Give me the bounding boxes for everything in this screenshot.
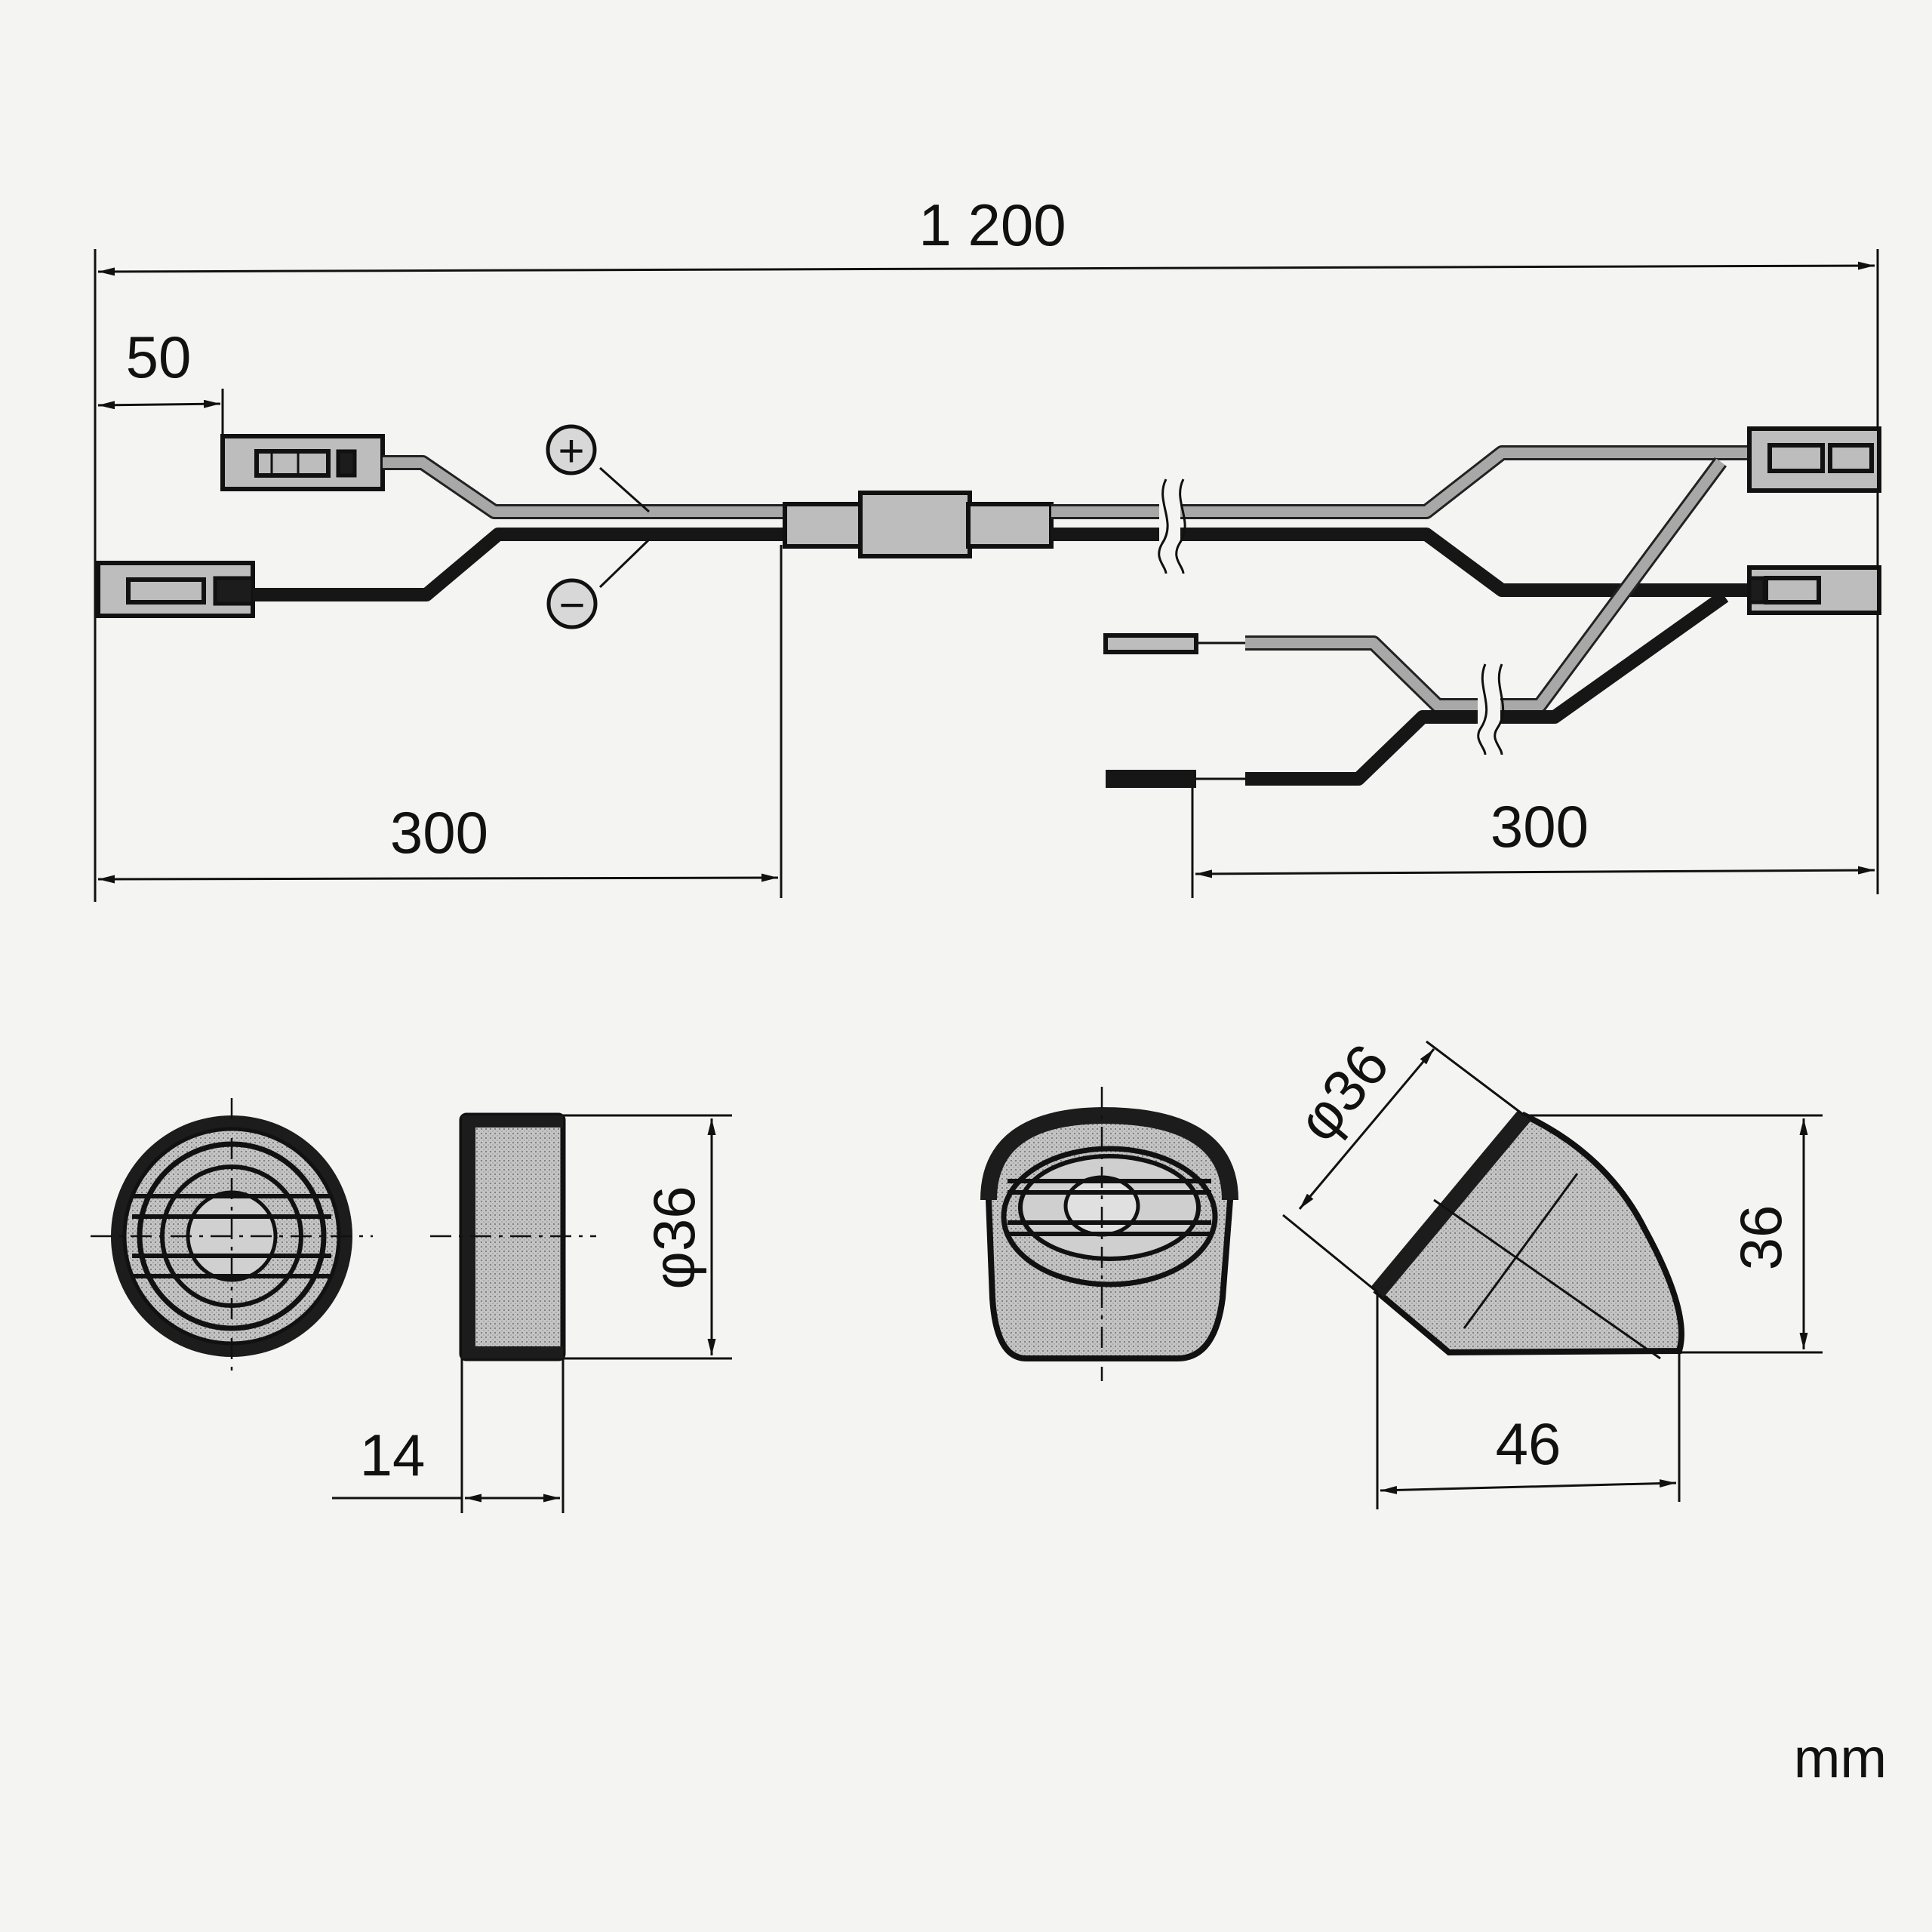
positive-sign: + [558, 426, 584, 476]
right-positive-plug [1747, 426, 1881, 493]
left-positive-plug [220, 434, 385, 491]
positive-terminal-marker: + [546, 424, 650, 513]
dimension-left-branch: 300 [97, 545, 783, 898]
dimension-label-overall: 1 200 [918, 192, 1066, 258]
negative-sign: − [558, 580, 585, 630]
wire-end-black [1106, 770, 1245, 788]
dimension-label-front-diameter: φ36 [641, 1186, 707, 1289]
dimension-right-branch: 300 [1191, 788, 1875, 898]
dimension-label-height: 36 [1727, 1205, 1794, 1271]
right-negative-plug [1747, 565, 1881, 615]
cable-harness: 1 200 50 + [94, 192, 1881, 902]
dimension-overall-length: 1 200 [94, 192, 1879, 902]
angled-mount-side-view: φ36 36 46 [1282, 1032, 1823, 1509]
angled-mount-front-view [980, 1087, 1238, 1381]
dimension-label-right-branch: 300 [1491, 793, 1589, 860]
units-label: mm [1794, 1727, 1887, 1789]
dimension-label-offset: 50 [126, 324, 192, 390]
crossover-housing [783, 491, 1054, 558]
dimension-label-width: 46 [1496, 1411, 1561, 1477]
cable-break-branch [1477, 663, 1505, 755]
tweeter-side-view: φ36 14 [332, 1112, 732, 1513]
left-negative-plug [96, 561, 255, 618]
dimension-label-left-branch: 300 [390, 799, 488, 866]
dimension-plug-offset: 50 [97, 324, 224, 438]
dimension-label-angled-diameter: φ36 [1284, 1032, 1401, 1154]
dimension-label-depth: 14 [360, 1422, 426, 1488]
negative-terminal-marker: − [546, 538, 651, 630]
wire-end-gray [1103, 633, 1245, 654]
cable-break-main [1158, 478, 1186, 574]
tweeter-front-view [91, 1098, 373, 1374]
